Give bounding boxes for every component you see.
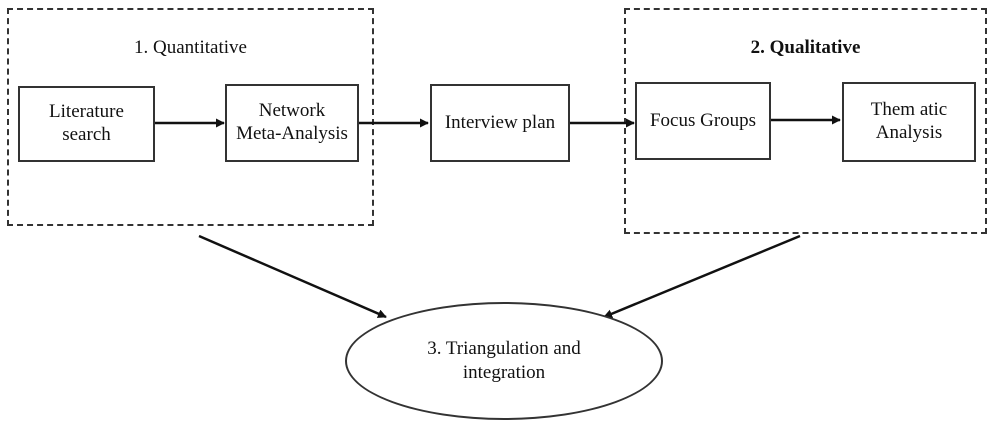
network-meta-analysis-box: Network Meta-Analysis [225,84,359,162]
quantitative-group-title: 1. Quantitative [134,37,247,58]
arrow-quantitative-to-triangulation [198,234,387,319]
arrow-qualitative-to-triangulation [603,234,801,319]
literature-search-box: Literature search [18,86,155,162]
interview-plan-box: Interview plan [430,84,570,162]
quantitative-group: 1. Quantitative [7,8,374,226]
qualitative-group-title: 2. Qualitative [750,37,861,58]
thematic-analysis-box: Them atic Analysis [842,82,976,162]
triangulation-ellipse: 3. Triangulation and integration [345,302,663,420]
qualitative-group: 2. Qualitative [624,8,987,234]
focus-groups-box: Focus Groups [635,82,771,160]
